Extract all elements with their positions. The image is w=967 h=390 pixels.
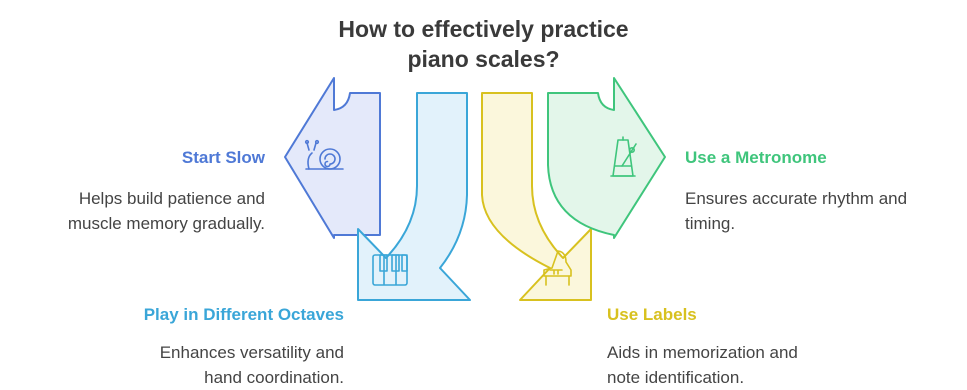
octaves-label: Play in Different Octaves xyxy=(143,305,344,324)
octaves-description: Enhances versatility and hand coordinati… xyxy=(160,340,344,390)
start-slow-description: Helps build patience and muscle memory g… xyxy=(68,186,265,236)
metronome-description: Ensures accurate rhythm and timing. xyxy=(685,186,907,236)
grand-piano-icon xyxy=(543,250,572,286)
metronome-icon xyxy=(610,136,637,177)
use-labels-description-line-2: note identification. xyxy=(607,368,745,387)
metronome-label: Use a Metronome xyxy=(685,148,827,167)
use-labels-label: Use Labels xyxy=(607,305,697,324)
start-slow-label: Start Slow xyxy=(181,148,265,167)
title-line-1: How to effectively practice xyxy=(338,16,629,42)
use-labels-description: Aids in memorization and note identifica… xyxy=(607,340,798,390)
diagram-title: How to effectively practice piano scales… xyxy=(0,14,967,74)
use-labels-description-line-1: Aids in memorization and xyxy=(607,343,798,362)
start-slow-arrow xyxy=(284,77,381,239)
octaves-arrow xyxy=(357,92,471,301)
title-line-2: piano scales? xyxy=(407,46,560,72)
piano-keys-icon xyxy=(372,254,408,286)
start-slow-description-line-2: muscle memory gradually. xyxy=(67,214,265,233)
metronome-description-line-1: Ensures accurate rhythm and xyxy=(685,189,908,208)
octaves-description-line-2: hand coordination. xyxy=(204,368,344,387)
metronome-description-line-2: timing. xyxy=(685,214,736,233)
labels-arrow xyxy=(481,92,592,301)
start-slow-description-line-1: Helps build patience and xyxy=(78,189,265,208)
octaves-description-line-1: Enhances versatility and xyxy=(159,343,344,362)
metronome-arrow xyxy=(547,77,666,239)
snail-icon xyxy=(304,139,344,170)
